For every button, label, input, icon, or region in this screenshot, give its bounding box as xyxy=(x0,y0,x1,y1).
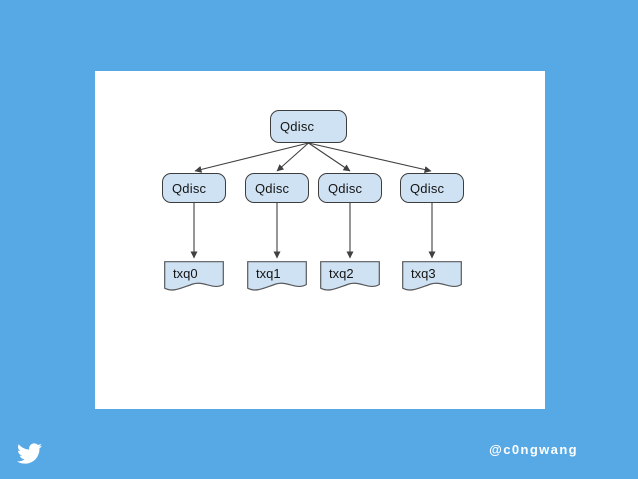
node-qdisc-child-2: Qdisc xyxy=(245,173,309,203)
txq-label: txq0 xyxy=(173,266,198,281)
tape-shape xyxy=(247,261,307,291)
node-txq2: txq2 xyxy=(320,261,380,294)
txq-label: txq3 xyxy=(411,266,436,281)
node-txq1: txq1 xyxy=(247,261,307,294)
slide-canvas: Qdisc Qdisc Qdisc Qdisc Qdisc txq0 txq1 … xyxy=(95,71,545,409)
twitter-handle: @c0ngwang xyxy=(489,442,578,457)
tape-shape xyxy=(320,261,380,291)
node-txq0: txq0 xyxy=(164,261,224,294)
node-qdisc-child-3: Qdisc xyxy=(318,173,382,203)
tape-shape xyxy=(402,261,462,291)
node-txq3: txq3 xyxy=(402,261,462,294)
twitter-icon xyxy=(17,443,42,464)
txq-label: txq1 xyxy=(256,266,281,281)
node-qdisc-child-1: Qdisc xyxy=(162,173,226,203)
node-qdisc-child-4: Qdisc xyxy=(400,173,464,203)
tape-shape xyxy=(164,261,224,291)
txq-label: txq2 xyxy=(329,266,354,281)
node-qdisc-root: Qdisc xyxy=(270,110,347,143)
